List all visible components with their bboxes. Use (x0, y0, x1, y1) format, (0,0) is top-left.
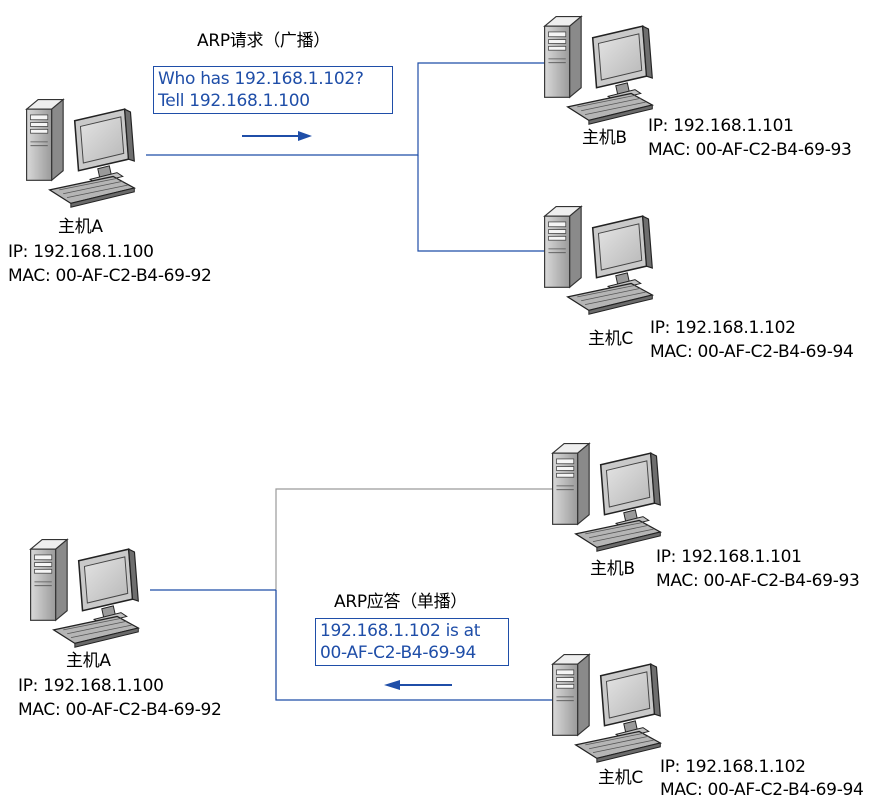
unicast-host-b-computer-icon (551, 442, 662, 553)
unicast-host-c-mac: MAC: 00-AF-C2-B4-69-94 (660, 780, 864, 800)
unicast-host-c-name: 主机C (598, 768, 643, 788)
unicast-title: ARP应答（单播） (334, 592, 467, 612)
broadcast-message-line1: Who has 192.168.1.102? (158, 69, 364, 89)
unicast-host-a-ip: IP: 192.168.1.100 (18, 676, 164, 696)
broadcast-host-c-name: 主机C (588, 329, 633, 349)
unicast-message-line1: 192.168.1.102 is at (320, 621, 481, 641)
unicast-host-a-computer-icon (29, 538, 140, 649)
unicast-host-a-mac: MAC: 00-AF-C2-B4-69-92 (18, 700, 222, 720)
unicast-host-c-ip: IP: 192.168.1.102 (660, 757, 806, 777)
unicast-host-b-mac: MAC: 00-AF-C2-B4-69-93 (656, 571, 860, 591)
broadcast-host-a-ip: IP: 192.168.1.100 (8, 242, 154, 262)
unicast-message-box: 192.168.1.102 is at 00-AF-C2-B4-69-94 (315, 618, 509, 666)
broadcast-host-a-mac: MAC: 00-AF-C2-B4-69-92 (8, 266, 212, 286)
broadcast-host-c-computer-icon (543, 205, 654, 316)
broadcast-host-b-name: 主机B (582, 128, 627, 148)
broadcast-host-c-mac: MAC: 00-AF-C2-B4-69-94 (650, 342, 854, 362)
unicast-host-b-ip: IP: 192.168.1.101 (656, 547, 802, 567)
broadcast-title: ARP请求（广播） (197, 31, 330, 51)
broadcast-host-b-ip: IP: 192.168.1.101 (648, 116, 794, 136)
unicast-host-a-name: 主机A (66, 651, 111, 671)
broadcast-arrow-right-icon (242, 131, 312, 141)
broadcast-host-c-ip: IP: 192.168.1.102 (650, 318, 796, 338)
broadcast-message-line2: Tell 192.168.1.100 (158, 91, 310, 111)
broadcast-host-a-computer-icon (25, 98, 136, 209)
broadcast-message-box: Who has 192.168.1.102? Tell 192.168.1.10… (153, 66, 393, 114)
unicast-network-lines (150, 488, 555, 701)
broadcast-host-a-name: 主机A (58, 217, 103, 237)
broadcast-host-b-mac: MAC: 00-AF-C2-B4-69-93 (648, 140, 852, 160)
broadcast-host-b-computer-icon (543, 15, 654, 126)
unicast-host-c-computer-icon (551, 653, 662, 764)
broadcast-network-lines (146, 62, 548, 252)
unicast-message-line2: 00-AF-C2-B4-69-94 (320, 643, 477, 663)
unicast-arrow-left-icon (384, 680, 452, 690)
unicast-host-b-name: 主机B (590, 559, 635, 579)
